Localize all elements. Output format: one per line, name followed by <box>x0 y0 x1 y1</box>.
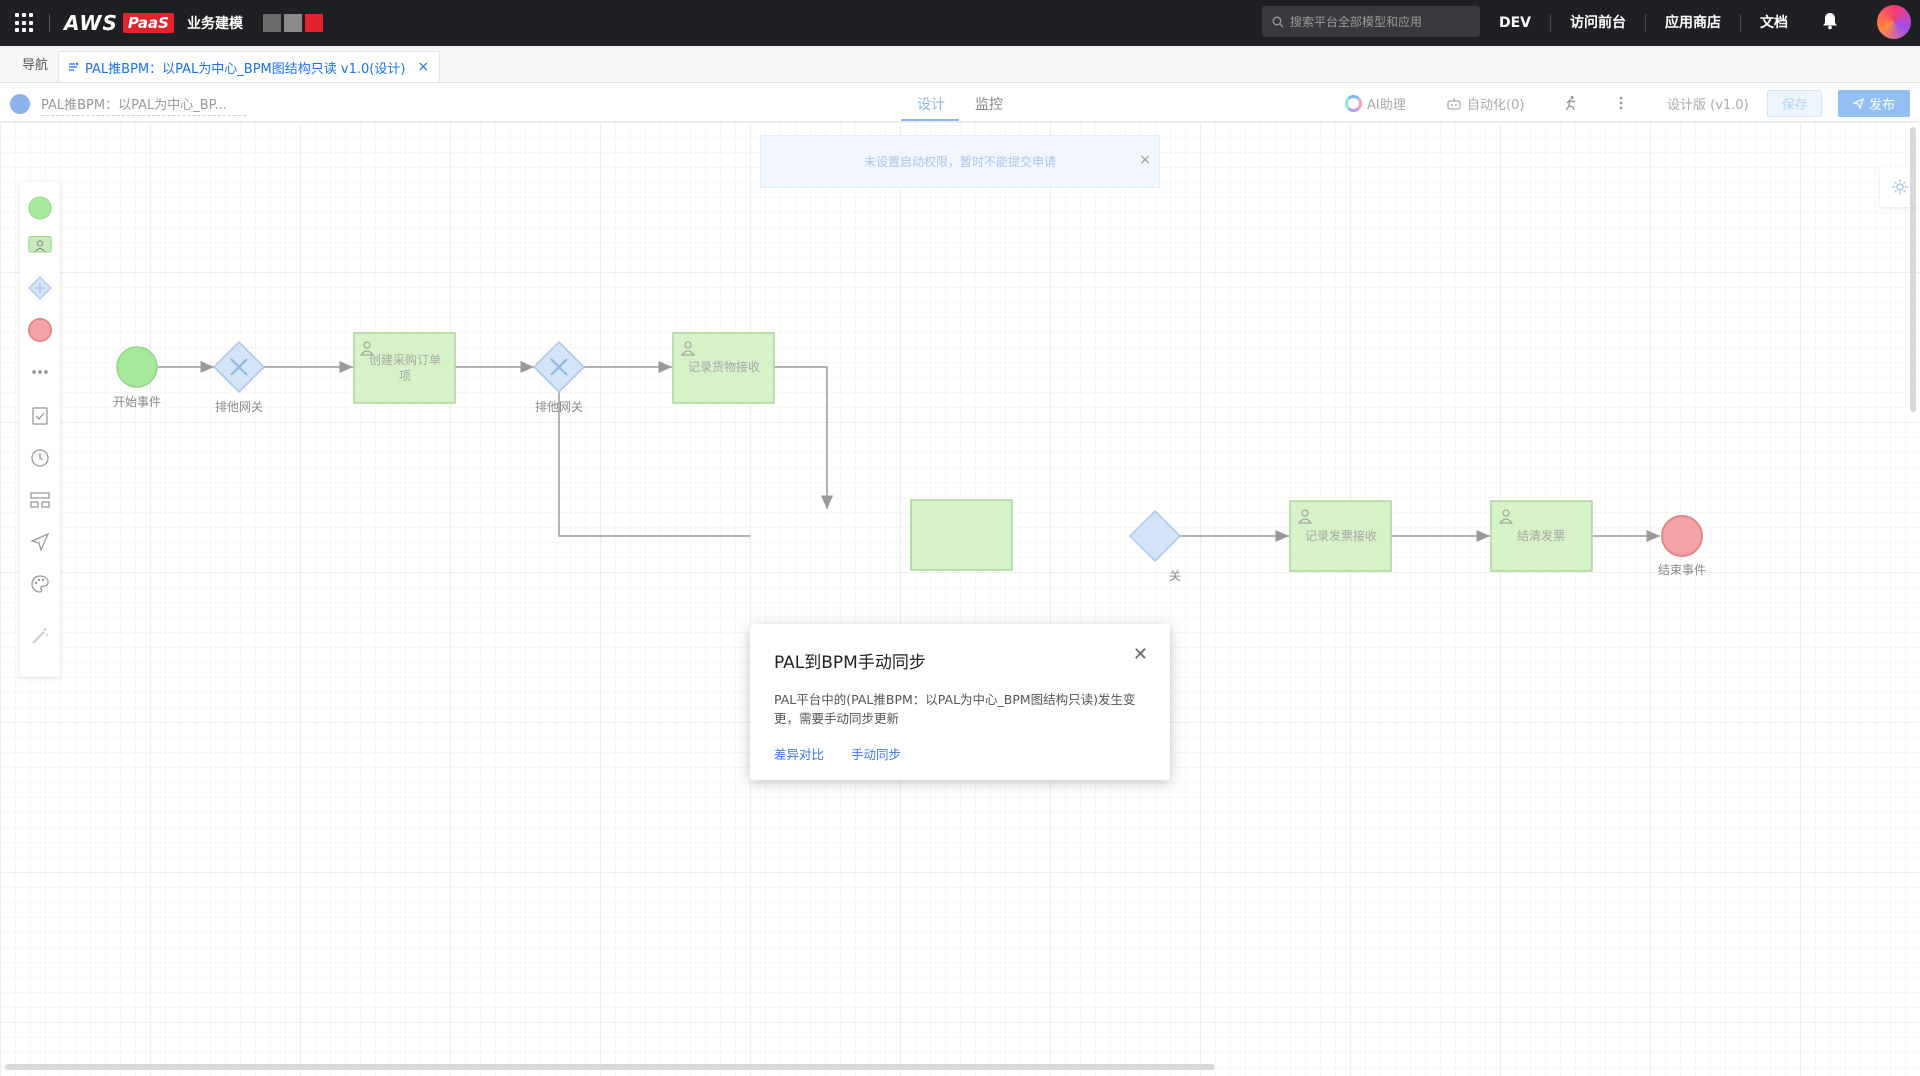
end-event-icon[interactable] <box>28 318 52 342</box>
apps-grid-icon[interactable] <box>15 13 35 33</box>
layout-icon[interactable] <box>28 488 52 512</box>
designer-toolbar: PAL推BPM：以PAL为中心_BP... 设计 监控 AI助理 自动化(0) … <box>0 84 1920 122</box>
gateway-2-label: 排他网关 <box>535 400 583 414</box>
publish-label: 发布 <box>1868 98 1895 113</box>
flow-gw2-down[interactable] <box>558 392 750 537</box>
user-task-icon <box>1297 509 1313 524</box>
gateway-2[interactable] <box>532 340 586 394</box>
run-icon[interactable] <box>1563 95 1579 111</box>
gateway-1[interactable] <box>212 340 266 394</box>
process-diagram: 开始事件 排他网关 创建采购订单 项 排他网关 记录货物 <box>113 332 1706 583</box>
link-docs[interactable]: 文档 <box>1760 15 1789 31</box>
link-app-store[interactable]: 应用商店 <box>1646 14 1742 32</box>
send-icon <box>1852 98 1864 109</box>
clock-icon[interactable] <box>28 446 52 470</box>
process-type-icon <box>10 94 30 114</box>
global-search[interactable] <box>1262 6 1480 37</box>
task-record-goods[interactable] <box>672 332 775 404</box>
task-record-invoice[interactable] <box>1289 500 1392 572</box>
search-input[interactable] <box>1290 14 1470 29</box>
ai-assistant-label: AI助理 <box>1367 98 1406 113</box>
user-task-icon[interactable] <box>28 234 52 258</box>
start-event-icon[interactable] <box>28 196 52 220</box>
top-bar: AWS PaaS 业务建模 DEV 访问前台 应用商店 文档 <box>0 0 1920 46</box>
gateway-3-label: 关 <box>1169 569 1181 583</box>
gateway-3[interactable] <box>1128 509 1182 563</box>
module-name: 业务建模 <box>186 16 243 32</box>
avatar[interactable] <box>1877 5 1911 39</box>
gear-icon <box>1892 179 1908 195</box>
task-record-goods-label: 记录货物接收 <box>688 359 760 374</box>
link-visit-frontend[interactable]: 访问前台 <box>1551 14 1647 32</box>
tab-label: PAL推BPM：以PAL为中心_BPM图结构只读 v1.0(设计) <box>85 61 406 77</box>
task-check-icon[interactable] <box>28 404 52 428</box>
warning-banner: 未设置启动权限，暂时不能提交申请 × <box>760 135 1160 188</box>
vertical-scrollbar[interactable] <box>1910 127 1916 412</box>
task-hidden[interactable] <box>910 499 1013 571</box>
shape-palette <box>20 182 60 677</box>
manual-sync-link[interactable]: 手动同步 <box>851 747 902 762</box>
magic-wand-icon[interactable] <box>28 624 52 648</box>
gateway-1-label: 排他网关 <box>215 400 263 414</box>
search-icon <box>1272 16 1284 27</box>
brand-paas: PaaS <box>122 13 174 33</box>
more-vertical-icon[interactable] <box>1618 95 1624 111</box>
theme-swatches <box>262 14 323 32</box>
theme-swatch-gray[interactable] <box>283 14 302 32</box>
tab-navigation[interactable]: 导航 <box>22 58 49 73</box>
task-settle-invoice[interactable] <box>1490 500 1593 572</box>
process-icon <box>69 62 79 71</box>
publish-button[interactable]: 发布 <box>1838 90 1910 117</box>
task-settle-invoice-label: 结清发票 <box>1517 528 1565 543</box>
tab-design[interactable]: 设计 <box>917 97 945 113</box>
active-tab-indicator <box>901 119 959 121</box>
tabs-bar: 导航 PAL推BPM：以PAL为中心_BPM图结构只读 v1.0(设计) × <box>0 46 1920 83</box>
diff-compare-link[interactable]: 差异对比 <box>774 747 825 762</box>
task-record-invoice-label: 记录发票接收 <box>1305 528 1377 543</box>
tab-monitor[interactable]: 监控 <box>975 97 1003 113</box>
start-event-label: 开始事件 <box>113 395 161 409</box>
close-icon[interactable]: ✕ <box>1132 644 1148 665</box>
task-create-po-label-1: 创建采购订单 <box>369 352 441 367</box>
topbar-divider <box>49 14 50 32</box>
horizontal-scrollbar[interactable] <box>5 1064 1215 1070</box>
flow-task2-down[interactable] <box>774 366 833 509</box>
brand-logo[interactable]: AWS PaaS 业务建模 <box>64 11 243 35</box>
automation-label: 自动化(0) <box>1467 98 1525 113</box>
ai-assistant-icon <box>1345 95 1362 112</box>
save-button[interactable]: 保存 <box>1767 90 1822 117</box>
gateway-icon[interactable] <box>28 276 52 300</box>
user-task-icon <box>359 341 375 356</box>
user-task-icon <box>680 341 696 356</box>
send-icon[interactable] <box>28 530 52 554</box>
tab-process-design[interactable]: PAL推BPM：以PAL为中心_BPM图结构只读 v1.0(设计) × <box>58 51 441 82</box>
robot-icon <box>1447 97 1461 110</box>
start-event[interactable] <box>116 346 158 388</box>
ai-assistant-button[interactable]: AI助理 <box>1345 94 1406 113</box>
theme-swatch-red[interactable] <box>304 14 323 32</box>
task-create-po[interactable] <box>353 332 456 404</box>
bell-icon[interactable] <box>1822 12 1838 30</box>
link-dev[interactable]: DEV <box>1480 14 1552 32</box>
top-links: DEV 访问前台 应用商店 文档 <box>1480 0 1807 46</box>
process-name[interactable]: PAL推BPM：以PAL为中心_BP... <box>41 94 246 116</box>
dialog-title: PAL到BPM手动同步 <box>774 653 926 673</box>
theme-swatch-dark[interactable] <box>262 14 281 32</box>
close-icon[interactable]: × <box>417 59 430 75</box>
task-create-po-label-2: 项 <box>399 369 411 383</box>
user-task-icon <box>1498 509 1514 524</box>
version-selector[interactable]: 设计版 (v1.0) <box>1667 98 1749 113</box>
warning-message: 未设置启动权限，暂时不能提交申请 <box>863 155 1056 169</box>
palette-icon[interactable] <box>28 572 52 596</box>
end-event[interactable] <box>1661 515 1703 557</box>
end-event-label: 结束事件 <box>1658 563 1706 577</box>
brand-aws: AWS <box>64 11 118 35</box>
close-icon[interactable]: × <box>1139 152 1151 168</box>
dialog-message: PAL平台中的(PAL推BPM：以PAL为中心_BPM图结构只读)发生变更，需要… <box>774 692 1136 726</box>
sync-dialog: PAL到BPM手动同步 ✕ PAL平台中的(PAL推BPM：以PAL为中心_BP… <box>750 624 1170 780</box>
more-icon[interactable] <box>28 360 52 384</box>
automation-button[interactable]: 自动化(0) <box>1446 94 1524 113</box>
bpm-canvas[interactable]: 开始事件 排他网关 创建采购订单 项 排他网关 记录货物 <box>0 122 1920 1076</box>
